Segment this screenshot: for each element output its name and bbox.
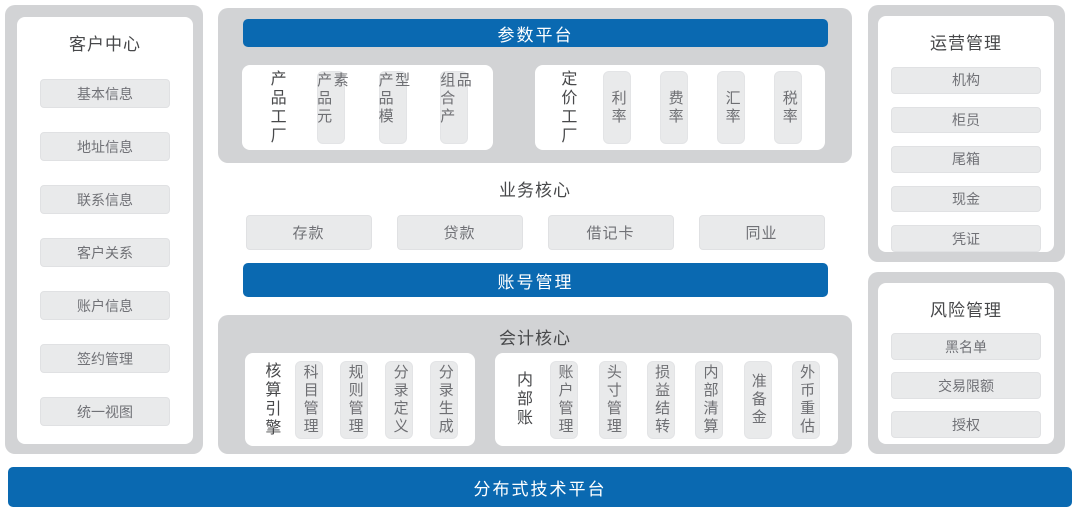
business-module-chip: 贷款 bbox=[396, 215, 523, 250]
customer-center-card: 客户中心 基本信息地址信息联系信息客户关系账户信息签约管理统一视图 bbox=[17, 17, 193, 444]
core-system-column: 参数平台 产品工厂 产品元素产品模型组合产品 定价工厂 利率费率汇率税率 业务核… bbox=[218, 0, 852, 514]
customer-center-title: 客户中心 bbox=[69, 35, 141, 54]
submodule-chip: 规则管理 bbox=[340, 360, 369, 439]
operations-management-title: 运营管理 bbox=[930, 34, 1002, 53]
submodule-chip: 外币重估 bbox=[791, 360, 820, 439]
submodule-chip: 产品元素 bbox=[315, 71, 349, 144]
parameter-platform-section: 参数平台 产品工厂 产品元素产品模型组合产品 定价工厂 利率费率汇率税率 bbox=[218, 8, 852, 163]
business-module-chip: 同业 bbox=[698, 215, 825, 250]
operations-module-chip: 尾箱 bbox=[891, 146, 1041, 173]
accounting-core-section: 会计核心 核算引擎 科目管理规则管理分录定义分录生成 内部账 账户管理头寸管理损… bbox=[218, 315, 852, 454]
customer-module-chip: 账户信息 bbox=[40, 291, 170, 320]
account-management-bar: 账号管理 bbox=[243, 263, 828, 297]
submodule-chip: 汇率 bbox=[717, 71, 746, 144]
submodule-chip: 分录定义 bbox=[385, 360, 414, 439]
customer-module-chip: 签约管理 bbox=[40, 344, 170, 373]
accounting-core-groups: 核算引擎 科目管理规则管理分录定义分录生成 内部账 账户管理头寸管理损益结转内部… bbox=[245, 353, 838, 446]
product-factory-group: 产品工厂 产品元素产品模型组合产品 bbox=[242, 65, 493, 150]
group-label: 定价工厂 bbox=[558, 69, 576, 146]
submodule-chip: 产品模型 bbox=[377, 71, 410, 144]
submodule-chip: 分录生成 bbox=[430, 360, 459, 439]
accounting-engine-group: 核算引擎 科目管理规则管理分录定义分录生成 bbox=[245, 353, 475, 446]
customer-module-chip: 统一视图 bbox=[40, 397, 170, 426]
risk-module-chip: 授权 bbox=[891, 411, 1041, 438]
submodule-chip: 组合产品 bbox=[438, 71, 472, 144]
risk-management-card: 风险管理 黑名单交易限额授权 bbox=[878, 283, 1054, 444]
operations-module-chip: 机构 bbox=[891, 67, 1041, 94]
submodule-chip: 头寸管理 bbox=[598, 360, 627, 439]
operations-module-chip: 凭证 bbox=[891, 225, 1041, 252]
operations-management-panel: 运营管理 机构柜员尾箱现金凭证 bbox=[868, 5, 1065, 262]
business-module-chip: 借记卡 bbox=[547, 215, 674, 250]
risk-management-panel: 风险管理 黑名单交易限额授权 bbox=[868, 272, 1065, 454]
parameter-platform-groups: 产品工厂 产品元素产品模型组合产品 定价工厂 利率费率汇率税率 bbox=[242, 65, 825, 150]
group-label: 产品工厂 bbox=[267, 69, 285, 146]
operations-management-card: 运营管理 机构柜员尾箱现金凭证 bbox=[878, 16, 1054, 252]
customer-module-chip: 客户关系 bbox=[40, 238, 170, 267]
submodule-chip: 利率 bbox=[603, 71, 632, 144]
customer-module-chip: 地址信息 bbox=[40, 132, 170, 161]
customer-center-panel: 客户中心 基本信息地址信息联系信息客户关系账户信息签约管理统一视图 bbox=[5, 5, 203, 454]
risk-management-title: 风险管理 bbox=[930, 301, 1002, 320]
customer-module-chip: 基本信息 bbox=[40, 79, 170, 108]
parameter-platform-bar: 参数平台 bbox=[243, 19, 828, 47]
risk-module-chip: 交易限额 bbox=[891, 372, 1041, 399]
business-core-title: 业务核心 bbox=[499, 181, 571, 200]
pricing-factory-group: 定价工厂 利率费率汇率税率 bbox=[535, 65, 825, 150]
customer-module-chip: 联系信息 bbox=[40, 185, 170, 214]
submodule-chip: 费率 bbox=[660, 71, 689, 144]
internal-account-group: 内部账 账户管理头寸管理损益结转内部清算准备金外币重估 bbox=[495, 353, 838, 446]
business-module-chip: 存款 bbox=[245, 215, 372, 250]
risk-module-chip: 黑名单 bbox=[891, 333, 1041, 360]
operations-module-chip: 现金 bbox=[891, 185, 1041, 213]
operations-module-chip: 柜员 bbox=[891, 106, 1041, 134]
business-core-modules: 存款贷款借记卡同业 bbox=[218, 215, 852, 250]
submodule-chip: 科目管理 bbox=[295, 360, 324, 439]
submodule-chip: 准备金 bbox=[743, 360, 772, 439]
submodule-chip: 税率 bbox=[774, 71, 803, 144]
distributed-tech-platform-bar: 分布式技术平台 bbox=[8, 467, 1072, 507]
accounting-core-title: 会计核心 bbox=[499, 329, 571, 348]
group-label: 内部账 bbox=[513, 371, 531, 428]
submodule-chip: 损益结转 bbox=[646, 360, 675, 439]
submodule-chip: 账户管理 bbox=[550, 360, 579, 439]
group-label: 核算引擎 bbox=[262, 361, 280, 438]
submodule-chip: 内部清算 bbox=[695, 360, 724, 439]
